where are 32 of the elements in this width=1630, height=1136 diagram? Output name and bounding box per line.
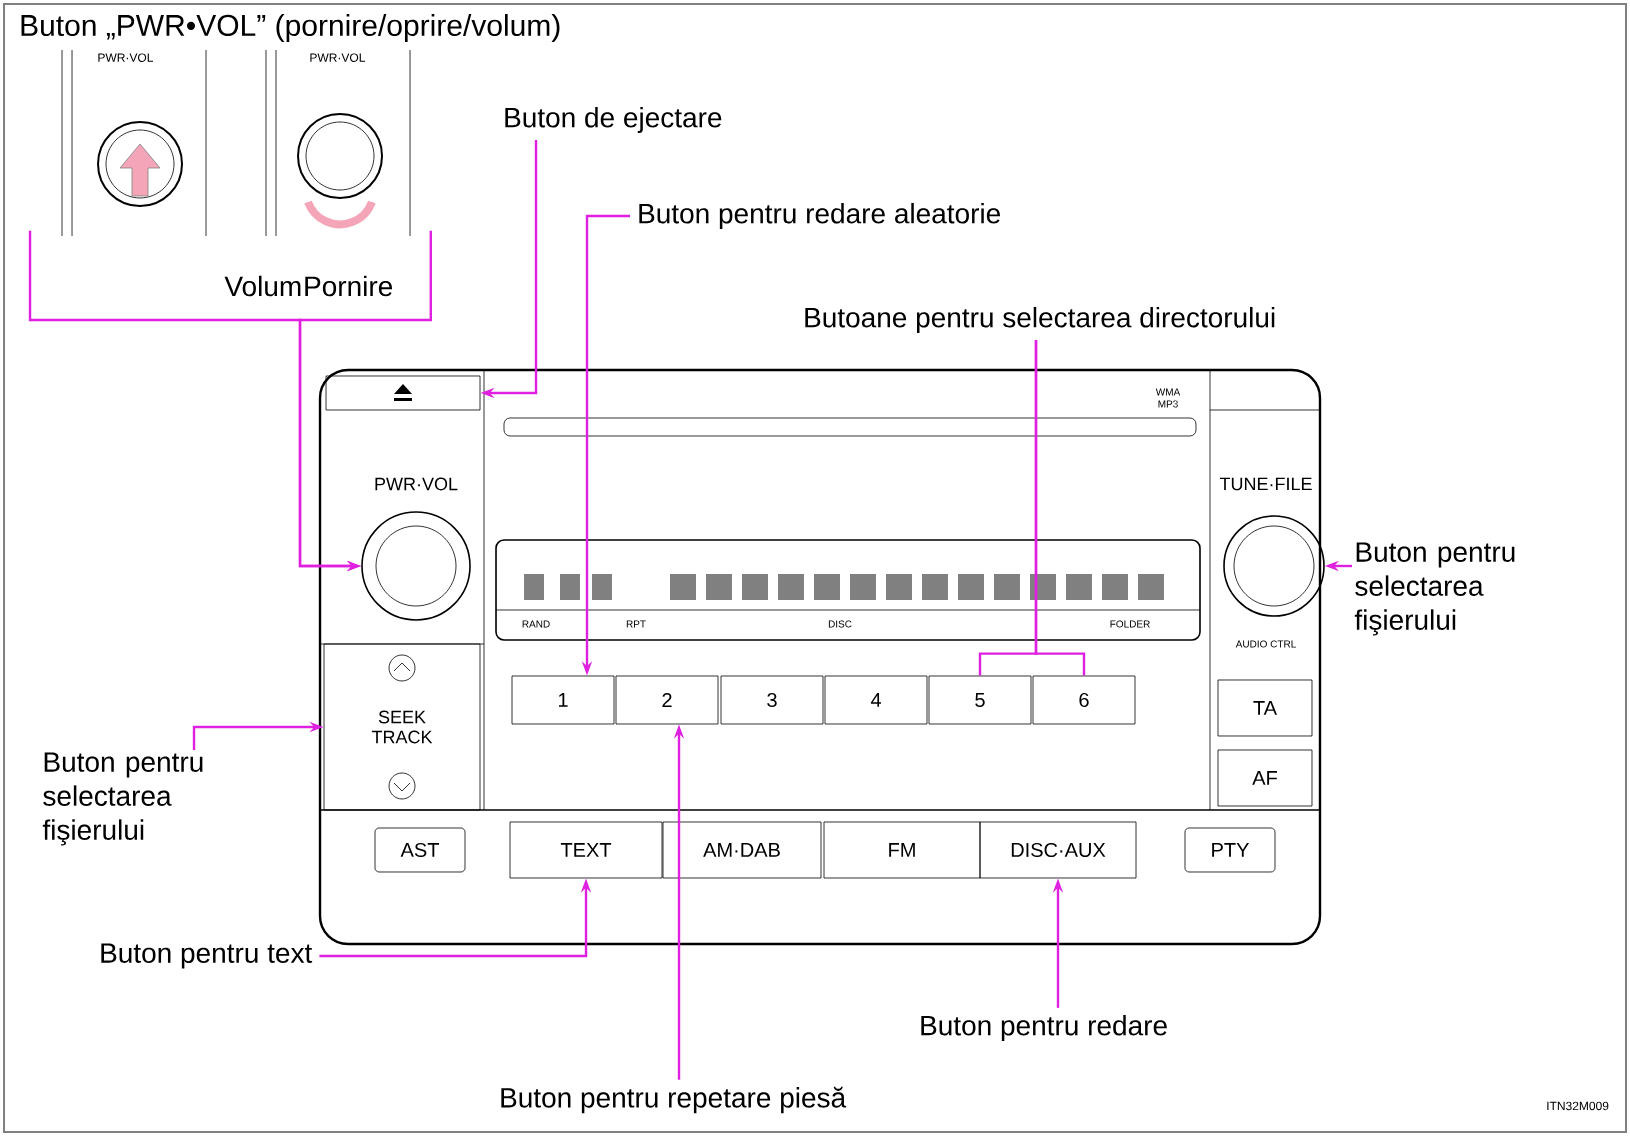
preset-button: 3 [720,675,824,725]
tune-knob [1223,515,1325,617]
leader-line [1034,340,1086,676]
preset-button: 4 [824,675,928,725]
callout-text: Butoane pentru selectarea directorului [805,306,1275,334]
heading: Buton „PWR•VOL” (pornire/oprire/volum) [21,14,560,42]
volume-knob [361,511,471,621]
knob-caption: Volum [224,275,301,297]
knob-caption: Pornire [305,275,393,297]
panel-label: TUNE·FILE [1219,477,1312,491]
callout-text: Buton pentru selectarea fişierului [1354,542,1515,636]
callout-text: Buton pentru text [101,943,313,969]
panel-label: PWR·VOL [375,477,458,491]
callout-text: Buton de ejectare [505,106,722,134]
callout-text: Buton pentru selectarea fişierului [42,752,203,846]
radio-button: AST [374,827,466,873]
preset-button: 1 [511,675,615,725]
text-button: TEXT [509,821,663,879]
radio-button: AF [1217,749,1313,807]
callout-text: Buton pentru redare aleatorie [639,202,1000,230]
radio-button: FM [823,821,981,879]
callout-text: Buton pentru redare [921,1014,1167,1042]
radio-button: TA [1217,679,1313,737]
preset-button: 2 [615,675,719,725]
preset-button: 5 [928,675,1032,725]
radio-button: PTY [1184,827,1276,873]
callout-text: Buton pentru repetare piesă [501,1086,847,1114]
disc-aux-button: DISC·AUX [979,821,1137,879]
preset-button: 6 [1032,675,1136,725]
radio-button: AM·DAB [662,821,822,879]
eject-button [325,375,481,411]
seek-track-button: SEEK TRACK [323,643,481,811]
